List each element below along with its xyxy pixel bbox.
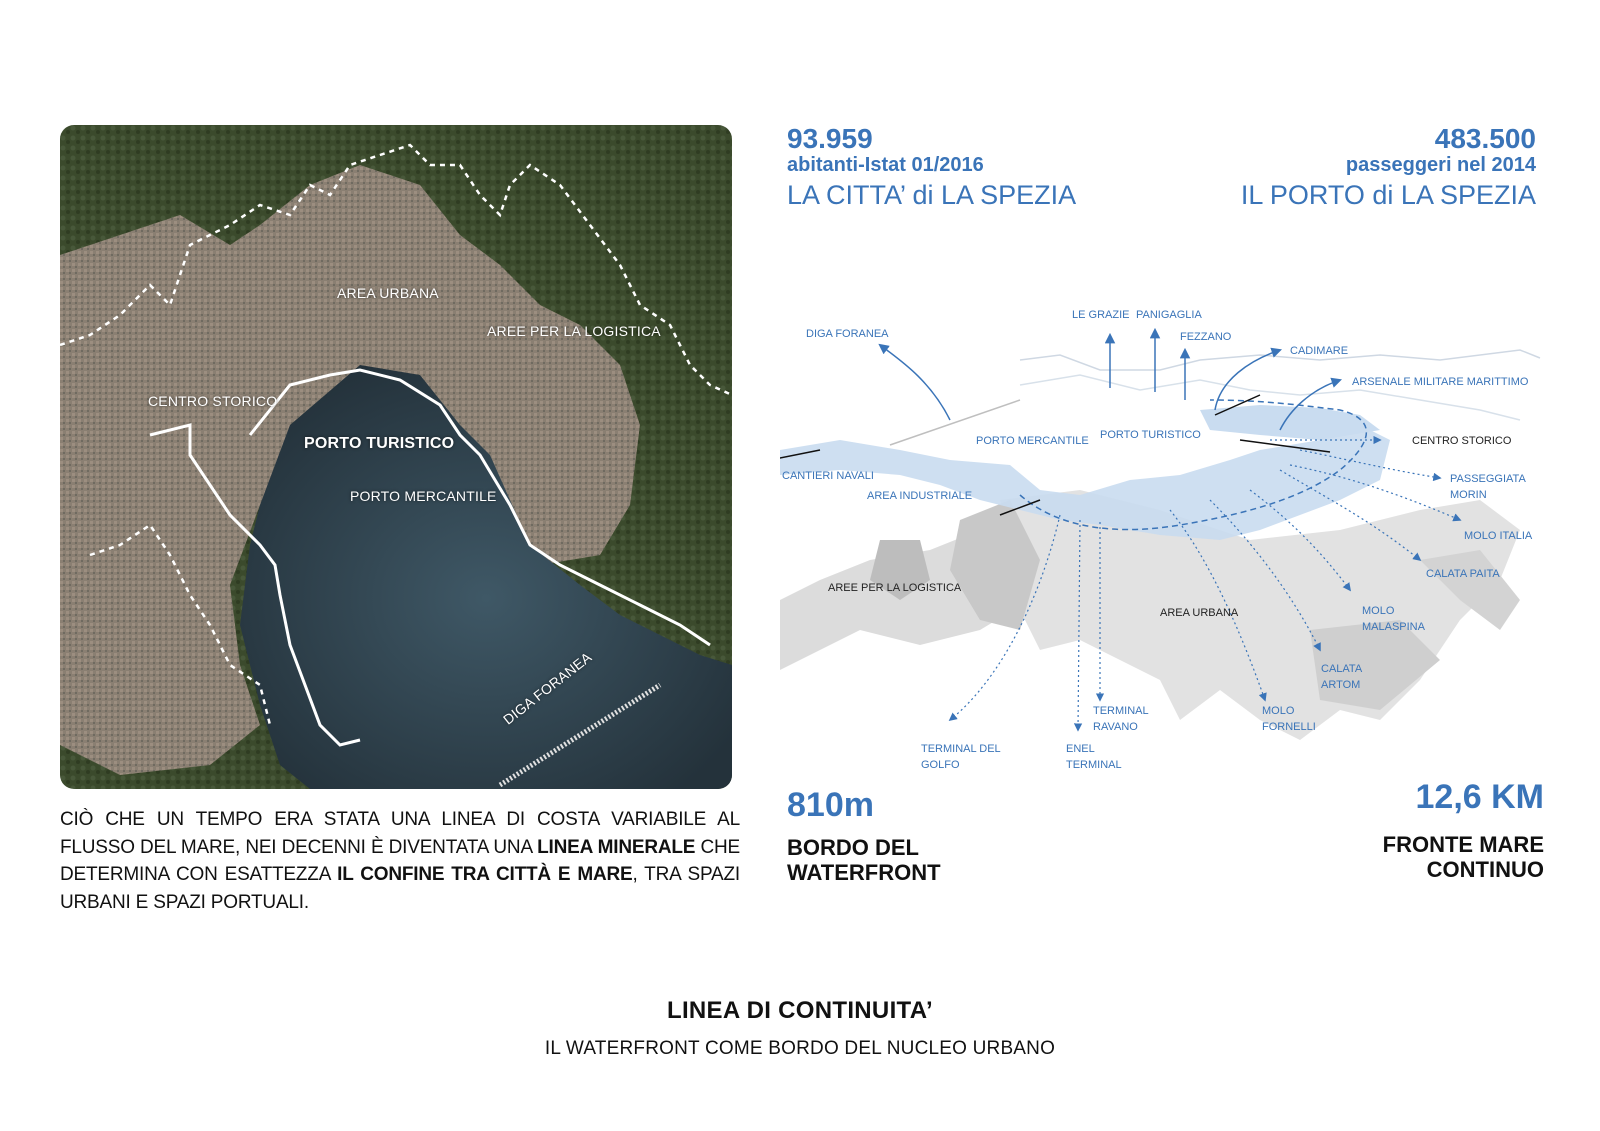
seafront-length-label-1: FRONTE MARE: [1382, 832, 1544, 857]
dlabel-enel-terminal-1: ENEL: [1066, 743, 1095, 755]
dlabel-aree-logistica: AREE PER LA LOGISTICA: [828, 582, 962, 594]
seafront-length-label-2: CONTINUO: [1426, 857, 1544, 882]
arrow-paita: [1279, 469, 1422, 562]
arrow-fornelli: [1169, 509, 1267, 702]
arrow-arsenale: [1279, 377, 1342, 431]
seafront-length-value: 12,6 KM: [1415, 778, 1545, 816]
dlabel-terminal-ravano-2: RAVANO: [1093, 721, 1138, 733]
waterfront-length-label-1: BORDO DEL: [787, 835, 919, 860]
arrow-terminal-golfo: [948, 514, 1061, 722]
arrow-cadimare: [1214, 347, 1282, 411]
section-marker-4: [1239, 439, 1331, 453]
dlabel-molo-italia: MOLO ITALIA: [1464, 530, 1533, 542]
waterfront-diagram: DIGA FORANEA LE GRAZIE PANIGAGLIA FEZZAN…: [769, 300, 1560, 800]
port-passengers-subtitle: passeggeri nel 2014: [1345, 154, 1536, 176]
dlabel-molo-malaspina-2: MALASPINA: [1362, 621, 1425, 633]
arrow-enel: [1073, 519, 1083, 732]
description-part1: CIÒ CHE UN TEMPO ERA STATA UNA LINEA DI …: [60, 809, 740, 858]
dlabel-calata-paita: CALATA PAITA: [1426, 568, 1500, 580]
satellite-image: [60, 125, 732, 789]
label-centro-storico: CENTRO STORICO: [148, 393, 278, 409]
dlabel-molo-fornelli-1: MOLO: [1262, 705, 1295, 717]
land-shadow: [870, 540, 930, 600]
waterfront-length-value: 810m: [787, 786, 874, 824]
sea-area: [240, 365, 732, 789]
dlabel-porto-mercantile: PORTO MERCANTILE: [976, 435, 1089, 447]
description-bold2: IL CONFINE TRA CITTÀ E MARE: [337, 864, 633, 885]
breakwater: [498, 682, 662, 788]
port-title: IL PORTO di LA SPEZIA: [1240, 180, 1536, 210]
dlabel-fezzano: FEZZANO: [1180, 331, 1232, 343]
land-shadow-3: [1420, 550, 1520, 630]
arrow-malaspina: [1249, 489, 1352, 592]
dlabel-calata-artom-2: ARTOM: [1321, 679, 1361, 691]
diagram-breakwater: [889, 399, 1021, 446]
dlabel-terminal-golfo-1: TERMINAL DEL: [921, 743, 1001, 755]
land-industrial: [950, 500, 1040, 630]
diagram-drawing: [769, 327, 1541, 740]
dlabel-calata-artom-1: CALATA: [1321, 663, 1363, 675]
hill-boundary-north: [60, 143, 732, 397]
coastline-west: [149, 423, 361, 747]
city-title: LA CITTA’ di LA SPEZIA: [787, 180, 1077, 210]
footer-title: LINEA DI CONTINUITA’: [667, 997, 933, 1024]
city-population-number: 93.959: [787, 123, 873, 154]
arrow-diga: [878, 343, 951, 421]
dlabel-passeggiata-2: MORIN: [1450, 489, 1487, 501]
water-gulf: [1200, 405, 1380, 440]
description-part2: CHE DETERMINA CON ESATTEZZA: [60, 836, 740, 886]
footer-subtitle: IL WATERFRONT COME BORDO DEL NUCLEO URBA…: [544, 1038, 1056, 1059]
section-marker-2: [999, 499, 1041, 516]
section-marker-3: [1214, 394, 1261, 416]
dlabel-area-urbana: AREA URBANA: [1160, 607, 1239, 619]
dlabel-molo-malaspina-1: MOLO: [1362, 605, 1395, 617]
urban-area: [60, 165, 640, 775]
dlabel-diga-foranea: DIGA FORANEA: [806, 328, 889, 340]
label-area-urbana: AREA URBANA: [337, 285, 439, 301]
port-passengers-number: 483.500: [1434, 123, 1536, 154]
land-shadow-2: [1310, 620, 1440, 710]
arrow-molo-italia: [1289, 464, 1462, 522]
dlabel-le-grazie: LE GRAZIE: [1072, 309, 1130, 321]
dlabel-porto-turistico: PORTO TURISTICO: [1100, 429, 1201, 441]
city-population-subtitle: abitanti-Istat 01/2016: [787, 154, 984, 176]
arrow-artom: [1209, 499, 1321, 652]
dlabel-terminal-ravano-1: TERMINAL: [1093, 705, 1149, 717]
dlabel-terminal-golfo-2: GOLFO: [921, 759, 960, 771]
waterfront-length-label-2: WATERFRONT: [787, 860, 941, 885]
dlabel-cantieri-navali: CANTIERI NAVALI: [782, 470, 874, 482]
label-aree-logistica: AREE PER LA LOGISTICA: [487, 323, 661, 339]
satellite-map: AREA URBANA AREE PER LA LOGISTICA CENTRO…: [60, 125, 732, 789]
arrow-passeggiata: [1299, 449, 1442, 482]
dlabel-cadimare: CADIMARE: [1290, 345, 1349, 357]
dlabel-passeggiata-1: PASSEGGIATA: [1450, 473, 1526, 485]
dlabel-centro-storico: CENTRO STORICO: [1412, 435, 1512, 447]
waterfront-edge: [1019, 399, 1368, 531]
dlabel-molo-fornelli-2: FORNELLI: [1262, 721, 1316, 733]
description-part3: , TRA SPAZI URBANI E SPAZI PORTUALI.: [60, 864, 740, 913]
dlabel-area-industriale: AREA INDUSTRIALE: [867, 490, 973, 502]
coastline-east: [248, 368, 711, 647]
description-paragraph: CIÒ CHE UN TEMPO ERA STATA UNA LINEA DI …: [60, 806, 740, 916]
dlabel-panigaglia: PANIGAGLIA: [1136, 309, 1202, 321]
hill-boundary-west: [89, 523, 272, 726]
mountains-outline: [1019, 349, 1541, 371]
label-porto-mercantile: PORTO MERCANTILE: [350, 488, 497, 504]
dlabel-arsenale: ARSENALE MILITARE MARITTIMO: [1352, 376, 1529, 388]
label-porto-turistico: PORTO TURISTICO: [304, 435, 455, 452]
water-band: [780, 430, 1390, 540]
description-bold1: LINEA MINERALE: [537, 836, 696, 858]
dlabel-enel-terminal-2: TERMINAL: [1066, 759, 1122, 771]
